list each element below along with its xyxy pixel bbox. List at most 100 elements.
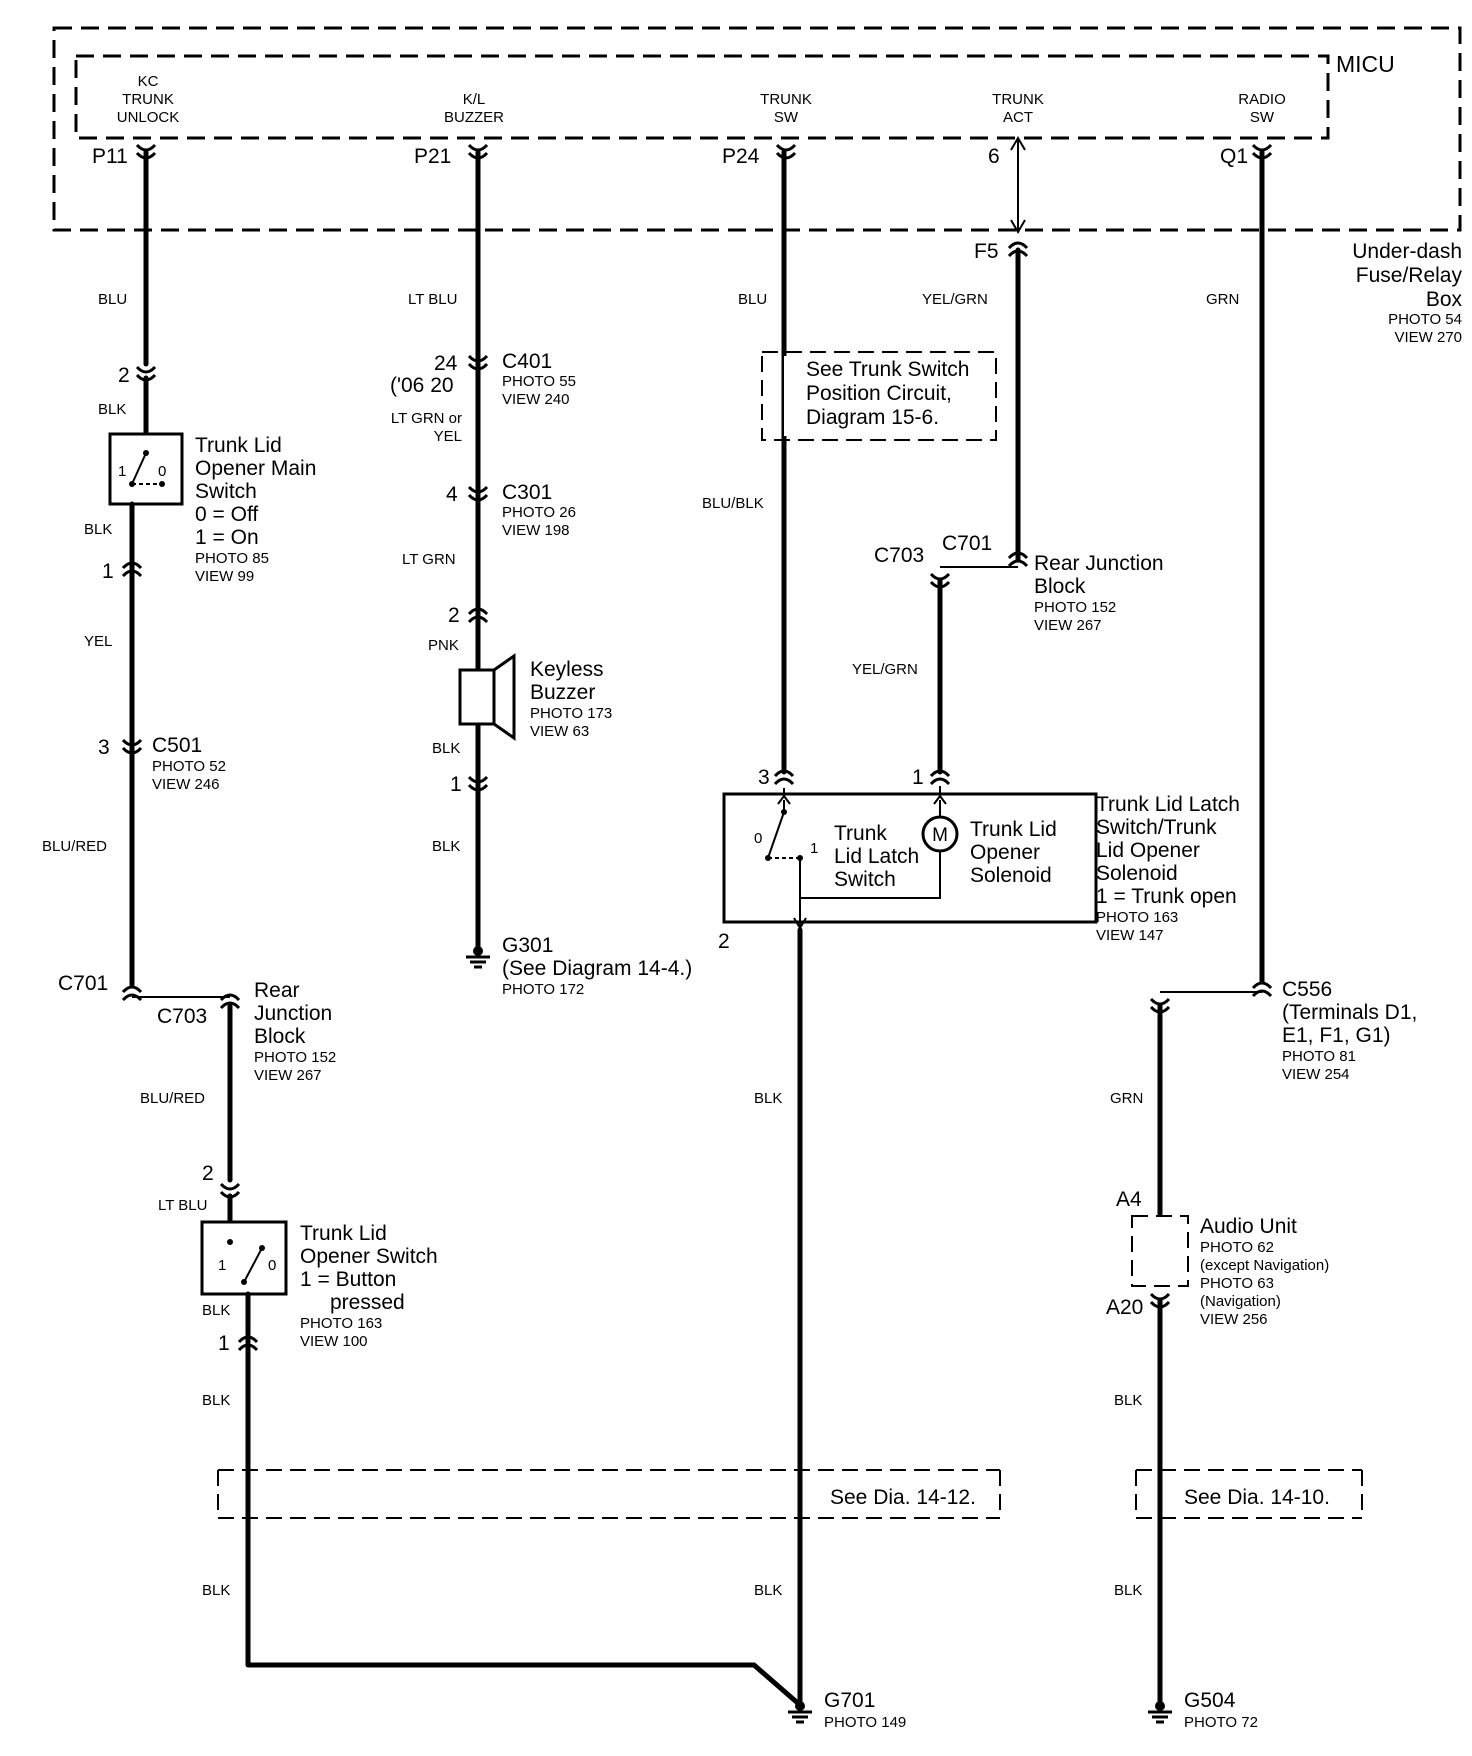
wire-label-pnk: PNK	[428, 637, 459, 654]
micu-pin-trunk-sw-label-2: SW	[774, 109, 799, 126]
opener-switch-pos0: 0	[268, 1257, 276, 1274]
opener-switch-label: Trunk Lid	[300, 1222, 387, 1245]
buzzer-photo: PHOTO 173	[530, 705, 612, 722]
rjb-left-view: VIEW 267	[254, 1067, 322, 1084]
reference-dia-14-12: See Dia. 14-12.	[217, 1469, 1001, 1519]
rjb-left-label-2: Junction	[254, 1002, 332, 1025]
micu-pin-radio-sw-label: RADIO	[1238, 91, 1286, 108]
trunk-switch-ref: See Trunk Switch	[806, 358, 969, 381]
pin-a4: A4	[1116, 1188, 1142, 1211]
wire-label-blu-red: BLU/RED	[42, 838, 107, 855]
wire-label-yel-grn: YEL/GRN	[922, 291, 988, 308]
ground-g301-photo: PHOTO 172	[502, 981, 584, 998]
solenoid-label-3: Solenoid	[970, 864, 1052, 887]
connector-c703-left: C703	[157, 1005, 207, 1028]
opener-switch-label-2: Opener Switch	[300, 1245, 438, 1268]
connector-c701-left: C701	[58, 972, 108, 995]
audio-unit-photo1: PHOTO 62	[1200, 1239, 1274, 1256]
pin-1c: 1	[450, 773, 462, 796]
micu-pin-kc-label: KC	[138, 73, 159, 90]
main-switch-label-5: 1 = On	[195, 526, 259, 549]
trunk-act-arrow-icon	[1010, 136, 1026, 234]
connector-c556-icon	[1251, 981, 1273, 998]
audio-unit-photo2: PHOTO 63	[1200, 1275, 1274, 1292]
ground-g301: G301	[502, 934, 553, 957]
wire-label-blu-2: BLU	[738, 291, 767, 308]
solenoid-label: Trunk Lid	[970, 818, 1057, 841]
wire-label-blk-3: BLK	[202, 1302, 230, 1319]
trunk-switch-ref-3: Diagram 15-6.	[806, 406, 939, 429]
rjb-left-label-3: Block	[254, 1025, 306, 1048]
wire-label-yel-2: YEL	[434, 428, 462, 445]
pin-24: 24	[434, 352, 458, 375]
micu-pin-radio-sw-label-2: SW	[1250, 109, 1275, 126]
underdash-label: Under-dash Fuse/Relay Box PHOTO 54 VIEW …	[974, 240, 1462, 346]
terminal-6: 6	[988, 145, 1000, 168]
rjb-right-label: Rear Junction	[1034, 552, 1164, 575]
circuit-kl-buzzer: LT BLU 24 ('06 20 C401 PHOTO 55 VIEW 240…	[390, 149, 692, 998]
wire-label-grn-2: GRN	[1110, 1090, 1143, 1107]
connector-c401-view: VIEW 240	[502, 391, 570, 408]
rjb-right-photo: PHOTO 152	[1034, 599, 1116, 616]
pin-1d: 1	[912, 766, 924, 789]
terminal-p21: P21	[414, 145, 451, 168]
rjb-left-label: Rear	[254, 979, 300, 1002]
main-switch-label: Trunk Lid	[195, 434, 282, 457]
connector-c556-line3: E1, F1, G1)	[1282, 1024, 1391, 1047]
trunk-switch-ref-2: Position Circuit,	[806, 382, 952, 405]
main-switch-box	[108, 432, 184, 506]
underdash-line1: Under-dash	[1352, 240, 1462, 263]
latch-switch-label: Trunk	[834, 822, 887, 845]
ground-g701-photo: PHOTO 149	[824, 1714, 906, 1731]
circuit-trunk-sw: BLU See Trunk Switch Position Circuit, D…	[702, 149, 1098, 1731]
pin-3b: 3	[758, 766, 770, 789]
opener-switch-icon	[227, 1239, 265, 1285]
motor-icon	[921, 786, 959, 860]
connector-c301: C301	[502, 481, 552, 504]
terminal-p24: P24	[722, 145, 760, 168]
buzzer-label-2: Buzzer	[530, 681, 595, 704]
wire-label-blk: BLK	[98, 401, 126, 418]
motor-label: M	[932, 825, 948, 846]
wire-label-blk-4: BLK	[202, 1392, 230, 1409]
ground-g701: G701	[824, 1689, 875, 1712]
pin-2: 2	[118, 364, 130, 387]
wire-label-blu-red-2: BLU/RED	[140, 1090, 205, 1107]
main-switch-view: VIEW 99	[195, 568, 254, 585]
pin-2b: 2	[202, 1162, 214, 1185]
connector-c556-photo: PHOTO 81	[1282, 1048, 1356, 1065]
wire-label-blu-blk: BLU/BLK	[702, 495, 764, 512]
main-switch-icon	[129, 450, 165, 487]
rjb-left-photo: PHOTO 152	[254, 1049, 336, 1066]
underdash-view: VIEW 270	[1394, 329, 1462, 346]
latch-ext-label-3: Lid Opener	[1096, 839, 1200, 862]
latch-ext-label-5: 1 = Trunk open	[1096, 885, 1237, 908]
wire-label-lt-grn: LT GRN	[402, 551, 456, 568]
pin-2d: 2	[718, 930, 730, 953]
main-switch-photo: PHOTO 85	[195, 550, 269, 567]
latch-ext-label: Trunk Lid Latch	[1096, 793, 1240, 816]
latch-photo: PHOTO 163	[1096, 909, 1178, 926]
wire-label-blk-2: BLK	[84, 521, 112, 538]
micu-pin-kl-label-2: BUZZER	[444, 109, 504, 126]
wire-label-blk-10: BLK	[1114, 1392, 1142, 1409]
audio-unit-note2: (Navigation)	[1200, 1293, 1281, 1310]
opener-switch-view: VIEW 100	[300, 1333, 368, 1350]
terminal-f5: F5	[974, 240, 999, 263]
wire-label-blk-11: BLK	[1114, 1582, 1142, 1599]
wire-label-blk-6: BLK	[432, 740, 460, 757]
reference-dia-14-10: See Dia. 14-10.	[1135, 1469, 1363, 1519]
latch-switch-icon	[765, 788, 941, 930]
reference-dia-14-10-label: See Dia. 14-10.	[1184, 1486, 1330, 1509]
latch-switch-label-3: Switch	[834, 868, 896, 891]
circuit-trunk-act: YEL/GRN C701 C703 Rear Junction Block PH…	[852, 241, 1240, 944]
connector-c701-left-icon	[121, 985, 143, 1002]
terminal-q1: Q1	[1220, 145, 1248, 168]
connector-c701-right: C701	[942, 532, 992, 555]
latch-pos0: 0	[754, 830, 762, 847]
reference-dia-14-12-label: See Dia. 14-12.	[830, 1486, 976, 1509]
latch-ext-label-2: Switch/Trunk	[1096, 816, 1217, 839]
micu-pin-kc-label-3: UNLOCK	[117, 109, 180, 126]
solenoid-label-2: Opener	[970, 841, 1040, 864]
